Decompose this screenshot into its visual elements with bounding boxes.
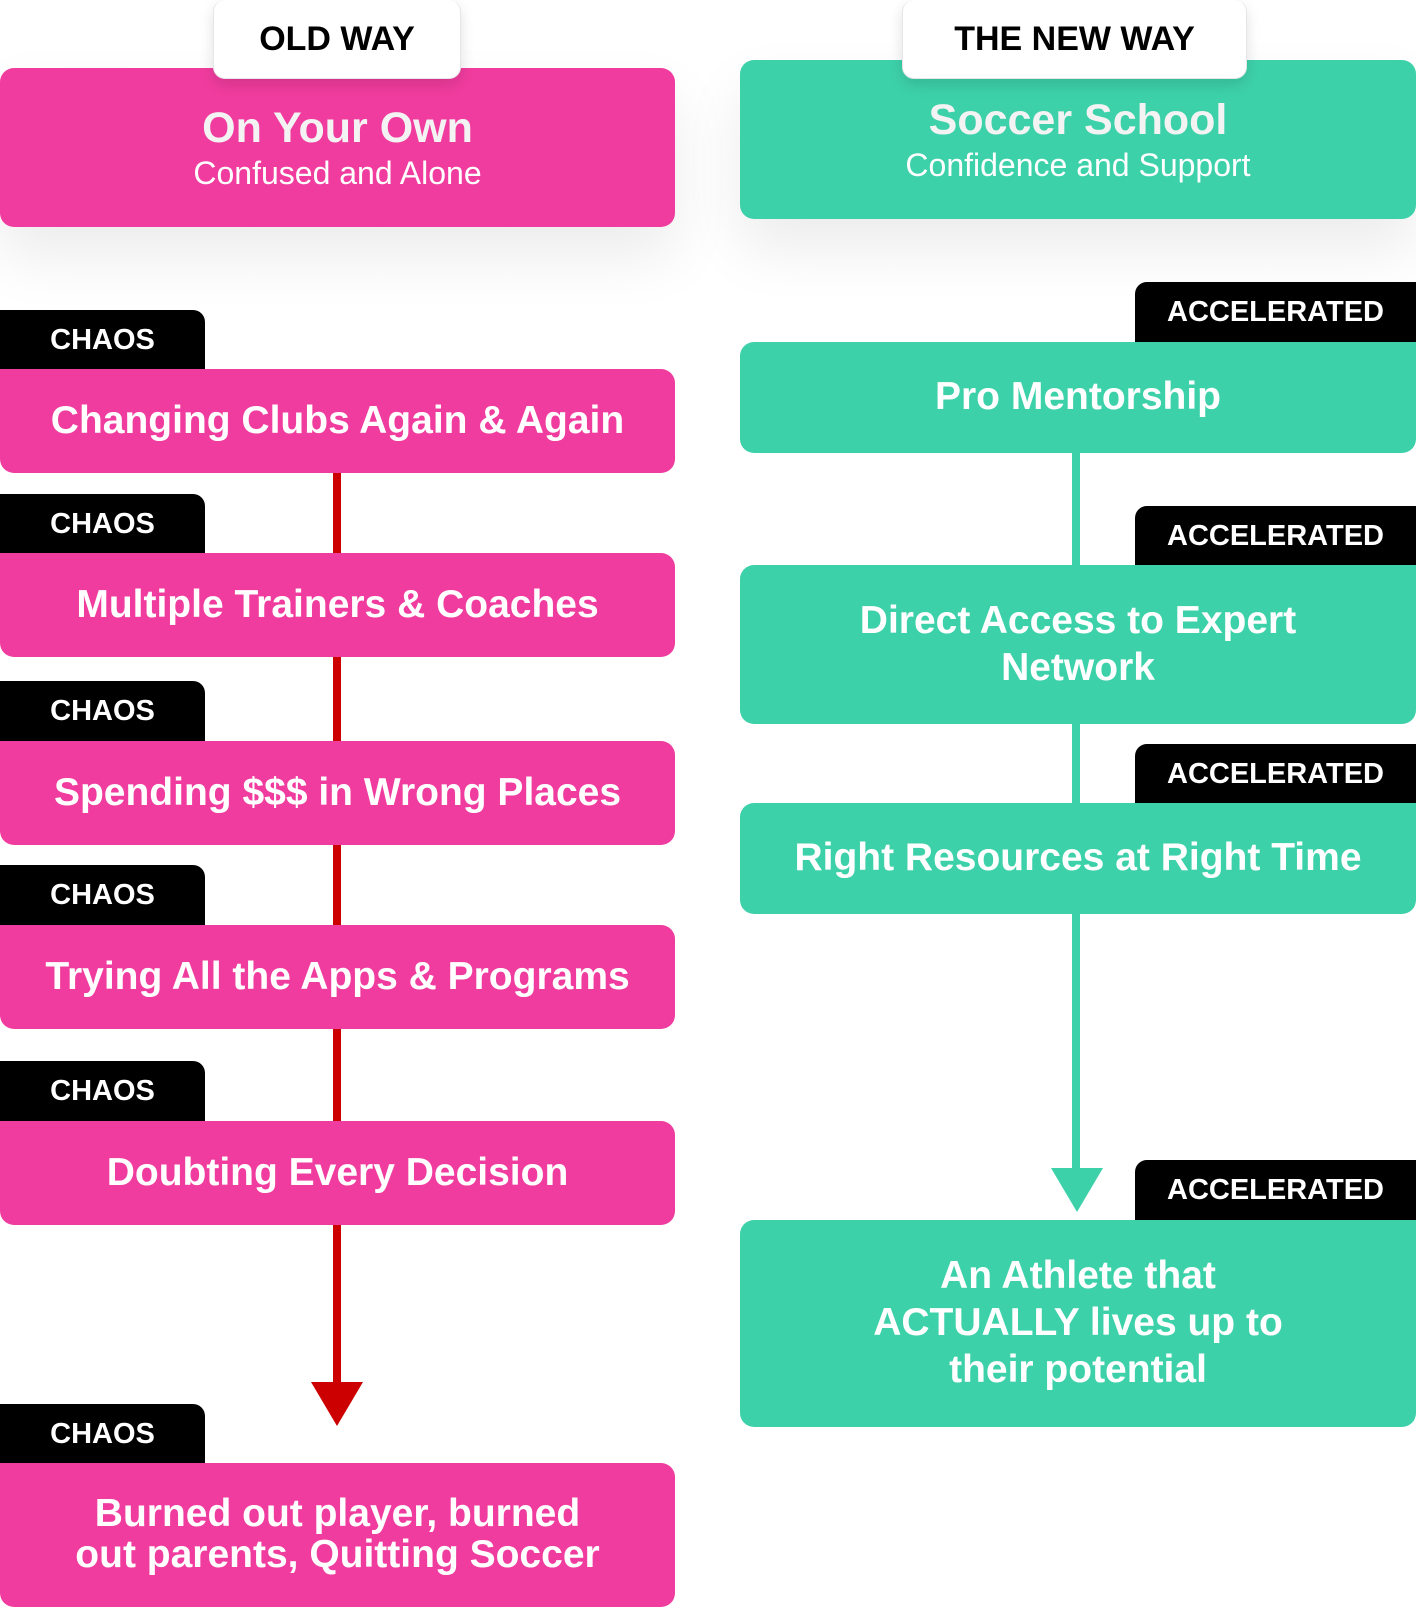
accelerated-tag: ACCELERATED bbox=[1135, 506, 1416, 566]
new-way-subtitle: Confidence and Support bbox=[905, 147, 1251, 184]
old-step-2: Multiple Trainers & Coaches bbox=[0, 553, 675, 657]
old-step-5: Doubting Every Decision bbox=[0, 1121, 675, 1225]
new-outcome: An Athlete that ACTUALLY lives up to the… bbox=[740, 1220, 1416, 1427]
new-way-arrowhead-icon bbox=[1051, 1168, 1103, 1212]
new-step-1: Pro Mentorship bbox=[740, 342, 1416, 453]
old-way-arrowhead-icon bbox=[311, 1382, 363, 1426]
new-way-title: Soccer School bbox=[928, 95, 1228, 144]
chaos-tag: CHAOS bbox=[0, 865, 205, 925]
chaos-tag: CHAOS bbox=[0, 681, 205, 741]
old-step-3: Spending $$$ in Wrong Places bbox=[0, 741, 675, 845]
chaos-tag: CHAOS bbox=[0, 1061, 205, 1121]
old-step-4: Trying All the Apps & Programs bbox=[0, 925, 675, 1029]
chaos-tag: CHAOS bbox=[0, 1404, 205, 1464]
old-way-header: On Your Own Confused and Alone bbox=[0, 68, 675, 227]
old-outcome: Burned out player, burned out parents, Q… bbox=[0, 1463, 675, 1607]
accelerated-tag: ACCELERATED bbox=[1135, 744, 1416, 804]
new-way-tab: THE NEW WAY bbox=[902, 0, 1247, 79]
new-way-header: Soccer School Confidence and Support bbox=[740, 60, 1416, 219]
old-way-tab: OLD WAY bbox=[213, 0, 461, 79]
old-step-1: Changing Clubs Again & Again bbox=[0, 369, 675, 473]
accelerated-tag: ACCELERATED bbox=[1135, 1160, 1416, 1220]
chaos-tag: CHAOS bbox=[0, 310, 205, 370]
chaos-tag: CHAOS bbox=[0, 494, 205, 554]
old-way-subtitle: Confused and Alone bbox=[193, 155, 482, 192]
old-way-title: On Your Own bbox=[202, 103, 473, 152]
new-step-2: Direct Access to Expert Network bbox=[740, 565, 1416, 724]
accelerated-tag: ACCELERATED bbox=[1135, 282, 1416, 342]
new-step-3: Right Resources at Right Time bbox=[740, 803, 1416, 914]
